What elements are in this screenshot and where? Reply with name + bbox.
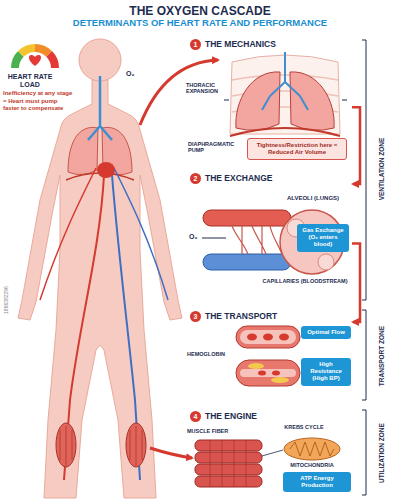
part-label: ALVEOLI (LUNGS) bbox=[280, 195, 346, 202]
gauge-label: HEART RATE LOAD bbox=[3, 73, 57, 89]
stage-heading: THE EXCHANGE bbox=[205, 173, 352, 183]
info-box: Gas Exchange (O₂ enters blood) bbox=[297, 224, 349, 252]
heart-rate-gauge bbox=[15, 48, 55, 68]
gas-label: O₂ bbox=[126, 70, 135, 78]
zone-label: TRANSPORT ZONE bbox=[378, 326, 385, 386]
info-box: Optimal Flow bbox=[301, 326, 351, 339]
part-label: HEMOGLOBIN bbox=[187, 351, 233, 357]
alveoli-illustration bbox=[202, 210, 344, 274]
part-label: MITOCHONDRIA bbox=[282, 462, 342, 468]
stage-heading: THE ENGINE bbox=[205, 411, 352, 421]
subtitle: DETERMINANTS OF HEART RATE AND PERFORMAN… bbox=[0, 18, 400, 29]
gauge-note: = Heart must pump faster to compensate bbox=[3, 98, 65, 112]
box-text: Gas Exchange (O₂ enters blood) bbox=[302, 227, 343, 247]
callout-number: 3 bbox=[190, 311, 201, 322]
stage-heading: THE MECHANICS bbox=[205, 39, 352, 49]
callout-number: 4 bbox=[190, 411, 201, 422]
zone-label: VENTILATION ZONE bbox=[378, 138, 385, 201]
stage-heading: THE TRANSPORT bbox=[205, 311, 352, 321]
box-text: High Resistance (High BP) bbox=[310, 361, 342, 381]
gas-label: O₂ bbox=[189, 233, 198, 241]
vessel-illustration bbox=[236, 326, 300, 386]
box-text: ATP Energy Production bbox=[300, 475, 333, 488]
stage-panel: THE ENGINE ATP Energy Production bbox=[185, 410, 352, 496]
box-text: Tightness/Restriction here = Reduced Air… bbox=[257, 142, 338, 155]
diagram-title: THE OXYGEN CASCADE bbox=[0, 4, 400, 18]
part-label: THORACIC EXPANSION bbox=[186, 82, 222, 95]
callout-number: 2 bbox=[190, 173, 201, 184]
gauge-note: Inefficiency at any stage bbox=[3, 90, 85, 97]
flow-arrow bbox=[352, 244, 360, 323]
gauge-text-stack: HEART RATE LOADInefficiency at any stage… bbox=[3, 72, 85, 112]
info-box: ATP Energy Production bbox=[283, 472, 351, 492]
part-label: KREBS CYCLE bbox=[276, 424, 332, 430]
zone-label: UTILIZATION ZONE bbox=[378, 423, 385, 483]
box-text: Optimal Flow bbox=[307, 329, 345, 335]
callout-number: 1 bbox=[190, 39, 201, 50]
part-label: MUSCLE FIBER bbox=[187, 428, 247, 434]
warning-box: Tightness/Restriction here = Reduced Air… bbox=[247, 138, 347, 160]
watermark: 1866382296 bbox=[3, 286, 9, 314]
part-label: CAPILLARIES (BLOODSTREAM) bbox=[262, 278, 348, 284]
zone-bracket bbox=[362, 40, 366, 495]
part-label: DIAPHRAGMATIC PUMP bbox=[188, 141, 238, 154]
flow-arrow bbox=[352, 107, 360, 184]
lungs-illustration bbox=[224, 52, 347, 136]
info-box: High Resistance (High BP) bbox=[301, 358, 351, 386]
